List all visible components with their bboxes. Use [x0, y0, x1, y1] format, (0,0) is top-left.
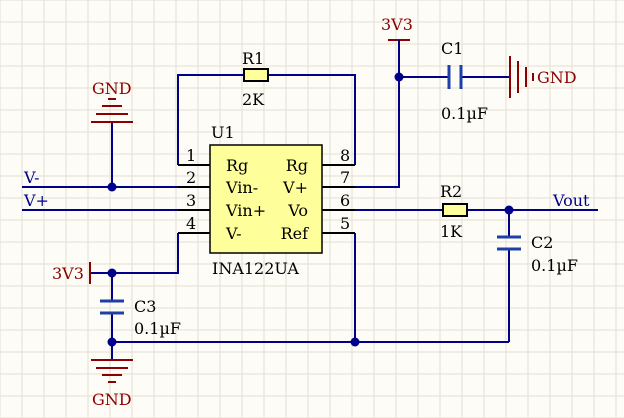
junction-dot: [350, 337, 360, 347]
resistor-icon: [243, 68, 269, 82]
c2-value: 0.1µF: [531, 256, 578, 275]
net-label-vminus: V-: [23, 168, 40, 187]
ground-top-left[interactable]: GND: [91, 79, 133, 123]
resistor-r2[interactable]: R2 1K: [440, 182, 468, 241]
r2-designator: R2: [440, 182, 462, 201]
net-label-gnd: GND: [92, 390, 132, 409]
capacitor-c3[interactable]: C3 0.1µF: [100, 297, 181, 338]
ic-pin-stubs: [178, 164, 355, 234]
pin-name: Vin+: [225, 201, 266, 220]
net-label-vout: Vout: [552, 191, 590, 210]
pin-number: 7: [340, 168, 350, 187]
pin-number: 2: [186, 168, 196, 187]
ground-bottom[interactable]: GND: [91, 359, 133, 409]
wire-r1-right: [268, 74, 356, 165]
pin-number: 8: [340, 146, 350, 165]
net-label-gnd: GND: [537, 68, 577, 87]
wire-r1-left: [177, 74, 244, 165]
c1-designator: C1: [441, 39, 463, 58]
pin-number: 3: [186, 191, 196, 210]
c2-designator: C2: [531, 233, 553, 252]
ground-icon: [91, 359, 133, 383]
junctions: [107, 72, 514, 347]
net-label-gnd: GND: [92, 79, 132, 98]
pin-name: V-: [225, 224, 242, 243]
pin-number: 4: [186, 214, 196, 233]
c3-designator: C3: [134, 297, 156, 316]
capacitor-c2[interactable]: C2 0.1µF: [497, 233, 578, 275]
r2-value: 1K: [440, 222, 463, 241]
capacitor-c1[interactable]: C1 0.1µF: [441, 39, 488, 123]
power-3v3-top[interactable]: 3V3: [381, 15, 413, 48]
ground-icon: [509, 56, 534, 98]
pin-name: Vin-: [225, 178, 258, 197]
wires: [22, 40, 598, 360]
pin-number: 1: [186, 146, 196, 165]
pin-name: Rg: [286, 156, 308, 175]
ic-part-number: INA122UA: [212, 259, 299, 278]
ic-body: [209, 144, 323, 254]
ic-designator: U1: [211, 123, 235, 142]
junction-dot: [504, 205, 514, 215]
wire-vplus-supply: [355, 40, 400, 188]
ic-u1[interactable]: U1 INA122UA 1 2 3 4 Rg Vin- Vin+ V- 8 7 …: [178, 123, 355, 278]
c3-value: 0.1µF: [134, 319, 181, 338]
pin-name: Ref: [281, 224, 310, 243]
pin-number: 5: [340, 214, 350, 233]
junction-dot: [394, 72, 404, 82]
resistor-r1[interactable]: R1 2K: [242, 49, 269, 109]
c1-value: 0.1µF: [441, 104, 488, 123]
pin-name: Vo: [287, 201, 308, 220]
r1-designator: R1: [242, 49, 264, 68]
junction-dot: [107, 268, 117, 278]
net-label-3v3: 3V3: [381, 15, 413, 34]
pin-name: V+: [282, 178, 308, 197]
pin-number: 6: [340, 191, 350, 210]
net-label-vplus: V+: [23, 191, 49, 210]
resistor-icon: [442, 203, 468, 217]
ground-right[interactable]: GND: [509, 56, 577, 98]
ground-icon: [91, 98, 133, 123]
wire-pin4: [112, 233, 179, 274]
junction-dot: [107, 182, 117, 192]
power-3v3-left[interactable]: 3V3: [52, 262, 91, 284]
junction-dot: [107, 337, 117, 347]
pin-name: Rg: [226, 156, 248, 175]
net-label-3v3: 3V3: [52, 264, 84, 283]
r1-value: 2K: [242, 90, 265, 109]
